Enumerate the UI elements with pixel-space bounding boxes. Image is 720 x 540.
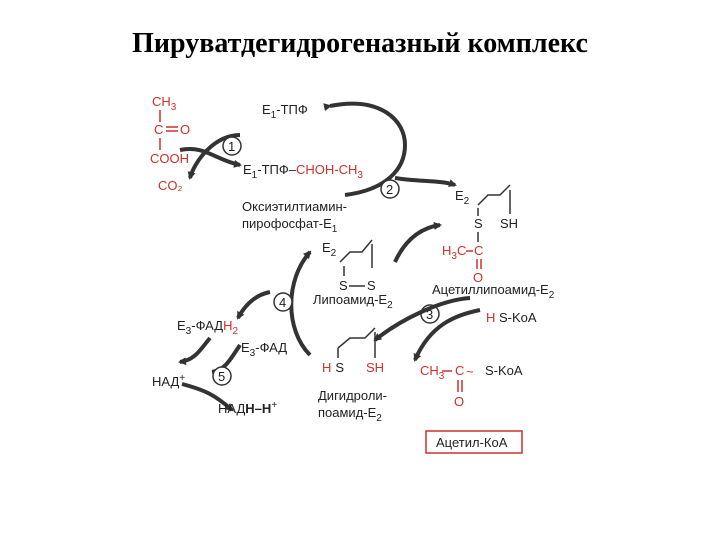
svg-text:C: C (455, 363, 464, 378)
oxyethyl-label-1: Оксиэтилтиамин- (242, 199, 347, 214)
acetyl-coa: CH3 C ~ S-KoA O (420, 363, 523, 409)
svg-text:3: 3 (426, 307, 433, 322)
page-title: Пируватдегидрогеназный комплекс (132, 28, 588, 59)
svg-text:S: S (474, 216, 483, 231)
svg-text:C: C (474, 243, 483, 258)
acetyl-lipoamide: E2 S SH H3C C O (442, 184, 518, 285)
co2-label: CO₂ (158, 178, 183, 193)
svg-text:COOH: COOH (150, 151, 189, 166)
svg-text:E2: E2 (455, 188, 470, 207)
svg-text:CH3: CH3 (152, 94, 177, 113)
step-5-circle (212, 366, 232, 386)
svg-text:CH3: CH3 (420, 363, 445, 382)
svg-text:SH: SH (500, 216, 518, 231)
svg-text:~: ~ (466, 364, 474, 379)
svg-text:H3C: H3C (442, 243, 466, 262)
oxyethyl-label-2: пирофосфат-E1 (242, 216, 338, 235)
svg-text:Ацетил-КоА: Ацетил-КоА (436, 435, 508, 450)
acetyl-lipoamide-label: Ацетиллипоамид-E2 (432, 282, 555, 301)
svg-text:O: O (473, 270, 483, 285)
dihydro-label-1: Дигидроли- (318, 388, 387, 403)
nad-label: НАД+ (152, 373, 185, 389)
svg-text:4: 4 (279, 295, 286, 310)
acetyl-coa-box (425, 430, 523, 454)
svg-text:1: 1 (228, 139, 235, 154)
e3-fadh2: E3-ФАДH2 (177, 318, 238, 337)
svg-text:S: S (339, 278, 348, 293)
svg-text:C: C (154, 122, 163, 137)
svg-text:S-KoA: S-KoA (485, 363, 523, 378)
svg-text:SH: SH (366, 360, 384, 375)
svg-text:S: S (367, 278, 376, 293)
step-1-circle (222, 136, 242, 156)
svg-text:O: O (454, 394, 464, 409)
lipoamide-label: Липоамид-E2 (313, 292, 393, 311)
e1-tpp-hydroxyethyl: E1-ТПФ–CHOH-CH3 (243, 162, 363, 181)
step-2-circle (380, 179, 400, 199)
e1-tpp-label: E1-ТПФ (262, 102, 308, 121)
dihydro-label-2: поамид-E2 (318, 405, 382, 424)
svg-text:HS: HS (322, 360, 344, 375)
svg-text:2: 2 (386, 182, 393, 197)
svg-text:O: O (180, 122, 190, 137)
nadh-label: НАДH–H+ (218, 400, 277, 416)
pyruvate: CH3 C O COOH CO₂ (150, 94, 190, 193)
step-4-circle (273, 292, 293, 312)
e3-fad: E3-ФАД (241, 340, 287, 359)
svg-text:5: 5 (218, 369, 225, 384)
coa-in: H S-KoA (486, 310, 537, 325)
lipoamide: E2 S S (322, 239, 376, 293)
svg-text:E2: E2 (322, 240, 337, 259)
